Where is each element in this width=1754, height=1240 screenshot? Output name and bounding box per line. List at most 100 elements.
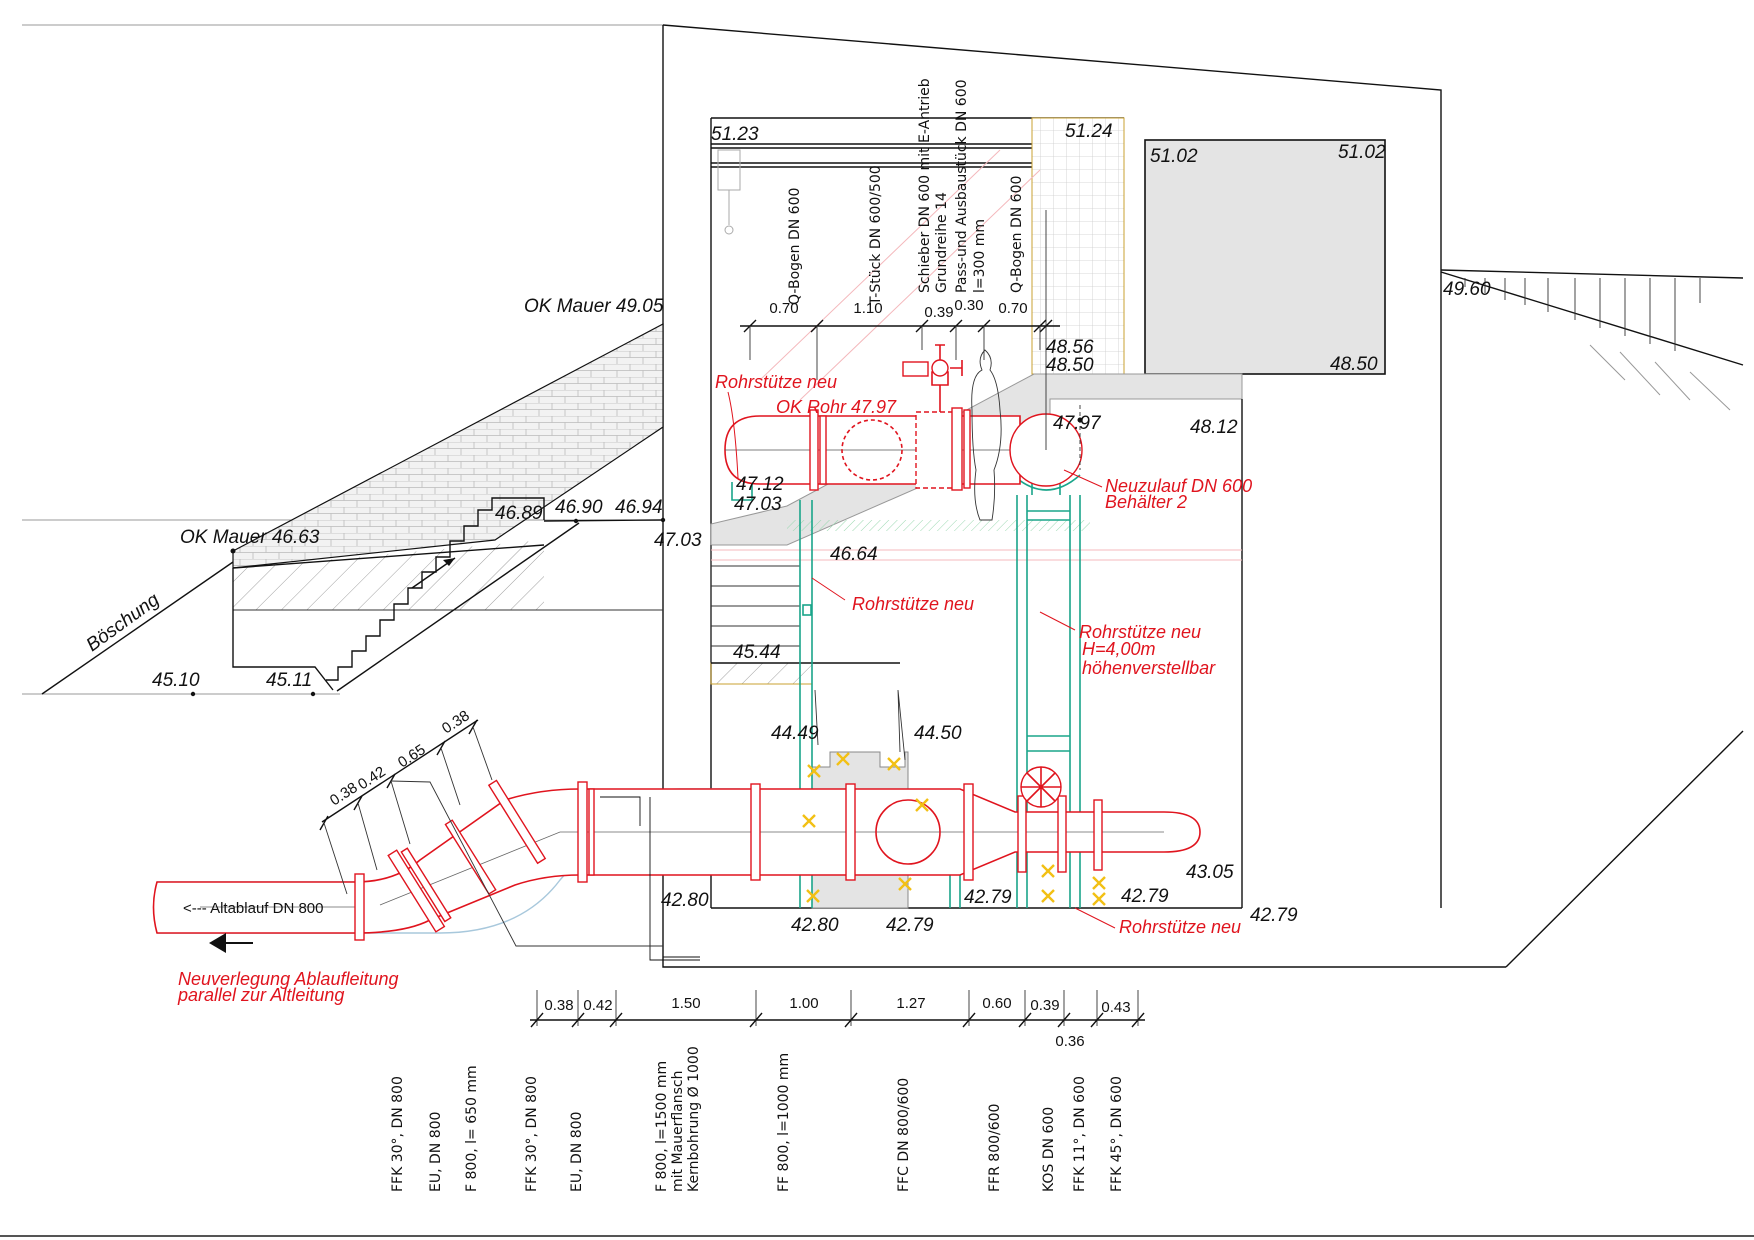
bottom-dim: 0.42 bbox=[583, 997, 612, 1014]
elevation-label: 48.50 bbox=[1046, 355, 1094, 376]
label-q-bogen-2: Q-Bogen DN 600 bbox=[1009, 176, 1025, 293]
annotation-support-right: Rohrstütze neu bbox=[1079, 622, 1201, 642]
dim-t-stueck: 1.10 bbox=[853, 300, 882, 317]
component-label: mit Mauerflansch bbox=[670, 1070, 686, 1192]
label-grundreihe: Grundreihe 14 bbox=[934, 192, 950, 293]
elevation-label: 46.64 bbox=[830, 544, 878, 565]
label-passstueck: Pass-und Ausbaustück DN 600 bbox=[954, 79, 970, 293]
diag-dim: 0.65 bbox=[395, 741, 429, 771]
bottom-dim-below: 0.36 bbox=[1055, 1033, 1084, 1050]
elevation-label: 42.79 bbox=[1250, 905, 1298, 926]
person-silhouette-icon bbox=[971, 349, 1002, 521]
annotation-support-mid: Rohrstütze neu bbox=[852, 594, 974, 614]
component-label: F 800, l=1500 mm bbox=[654, 1061, 670, 1192]
annotation-relay-line2: parallel zur Altleitung bbox=[177, 985, 344, 1005]
elevation-label: 45.11 bbox=[266, 670, 312, 691]
annotation-adjustable: höhenverstellbar bbox=[1082, 658, 1216, 678]
elevation-label: 48.56 bbox=[1046, 337, 1094, 358]
elevation-label: 49.60 bbox=[1443, 279, 1491, 300]
component-label: FFK 30°, DN 800 bbox=[524, 1076, 540, 1192]
upper-pipe bbox=[724, 210, 1083, 491]
bottom-dim: 0.60 bbox=[982, 995, 1011, 1012]
component-label: EU, DN 800 bbox=[428, 1112, 444, 1192]
annotation-support-top-left: Rohrstütze neu bbox=[715, 372, 837, 392]
bottom-dim: 1.00 bbox=[789, 995, 818, 1012]
hoist-icon bbox=[717, 149, 741, 235]
annotation-inflow: Neuzulauf DN 600 bbox=[1105, 476, 1252, 496]
bottom-component-labels: FFK 30°, DN 800 EU, DN 800 F 800, l= 650… bbox=[390, 1046, 1125, 1192]
diag-dim: 0.38 bbox=[327, 779, 361, 809]
elevation-label: 51.23 bbox=[711, 124, 759, 145]
component-label: Kernbohrung Ø 1000 bbox=[686, 1046, 702, 1192]
dim-q-bogen-1: 0.70 bbox=[769, 300, 798, 317]
bottom-dim: 1.50 bbox=[671, 995, 700, 1012]
annotation-relay-line1: Neuverlegung Ablaufleitung bbox=[178, 969, 399, 989]
dim-q-bogen-2: 0.70 bbox=[998, 300, 1027, 317]
bottom-dim: 0.38 bbox=[544, 997, 573, 1014]
component-label: FFK 11°, DN 600 bbox=[1072, 1076, 1088, 1192]
elevation-label: 42.79 bbox=[886, 915, 934, 936]
ok-mauer-upper-label: OK Mauer 49.05 bbox=[524, 296, 664, 317]
boeschung-label: Böschung bbox=[83, 589, 164, 656]
diag-dim: 0.38 bbox=[439, 707, 473, 737]
bottom-dim: 0.43 bbox=[1101, 999, 1130, 1016]
elevation-label: 45.44 bbox=[733, 642, 781, 663]
component-label: EU, DN 800 bbox=[569, 1112, 585, 1192]
elevation-label: 44.49 bbox=[771, 723, 819, 744]
dim-passstueck: 0.30 bbox=[954, 297, 983, 314]
annotation-pipe-top: OK Rohr 47.97 bbox=[776, 397, 897, 417]
flow-arrow-left-icon bbox=[209, 933, 253, 953]
fill-hatch bbox=[233, 540, 544, 610]
elevation-label: 42.80 bbox=[791, 915, 839, 936]
elevation-label: 51.02 bbox=[1338, 142, 1386, 163]
annotation-tank: Behälter 2 bbox=[1105, 492, 1187, 512]
elevation-label: 47.03 bbox=[734, 494, 782, 515]
elevation-label: 46.89 bbox=[495, 503, 543, 524]
elevation-label: 47.03 bbox=[654, 530, 702, 551]
elevation-label: 42.79 bbox=[964, 887, 1012, 908]
lower-pipe bbox=[152, 766, 1201, 961]
component-label: F 800, l= 650 mm bbox=[464, 1065, 480, 1192]
component-label: FFR 800/600 bbox=[987, 1104, 1003, 1192]
elevation-label: 47.97 bbox=[1053, 413, 1102, 434]
bottom-dim: 0.39 bbox=[1030, 997, 1059, 1014]
concrete-block bbox=[1144, 139, 1386, 375]
elevation-label: 48.12 bbox=[1190, 417, 1238, 438]
top-component-labels: Q-Bogen DN 600 T-Stück DN 600/500 Schieb… bbox=[787, 78, 1025, 306]
ok-mauer-lower-label: OK Mauer 46.63 bbox=[180, 527, 320, 548]
annotation-support-height: H=4,00m bbox=[1082, 639, 1156, 659]
anchor-markers bbox=[802, 752, 1106, 906]
component-label: FFK 45°, DN 600 bbox=[1109, 1076, 1125, 1192]
label-laenge: l=300 mm bbox=[972, 219, 988, 293]
elevation-label: 51.02 bbox=[1150, 146, 1198, 167]
elevation-label: 47.12 bbox=[736, 474, 784, 495]
elevation-label: 48.50 bbox=[1330, 354, 1378, 375]
bottom-dim: 1.27 bbox=[896, 995, 925, 1012]
elevation-label: 45.10 bbox=[152, 670, 200, 691]
elevation-label: 42.80 bbox=[661, 890, 709, 911]
elevation-label: 43.05 bbox=[1186, 862, 1234, 883]
elevation-label: 51.24 bbox=[1065, 121, 1113, 142]
grid-wall bbox=[1031, 117, 1125, 375]
component-label: FFC DN 800/600 bbox=[896, 1078, 912, 1192]
elevation-label: 42.79 bbox=[1121, 886, 1169, 907]
annotation-support-bottom: Rohrstütze neu bbox=[1119, 917, 1241, 937]
elevation-label: 46.94 bbox=[615, 497, 663, 518]
elevation-label: 44.50 bbox=[914, 723, 962, 744]
elevation-labels: 51.23 51.24 51.02 51.02 48.56 48.50 48.5… bbox=[152, 121, 1491, 936]
label-q-bogen-1: Q-Bogen DN 600 bbox=[787, 188, 803, 305]
label-t-stueck: T-Stück DN 600/500 bbox=[868, 165, 884, 306]
dim-schieber: 0.39 bbox=[924, 304, 953, 321]
masonry-wall bbox=[232, 323, 664, 569]
label-schieber: Schieber DN 600 mit E-Antrieb bbox=[917, 78, 933, 293]
left-embankment bbox=[41, 323, 666, 697]
component-label: FF 800, l=1000 mm bbox=[776, 1053, 792, 1192]
component-label: FFK 30°, DN 800 bbox=[390, 1076, 406, 1192]
top-dimension-chain: 0.70 1.10 0.39 0.30 0.70 bbox=[740, 297, 1060, 380]
old-outflow-label: <--- Altablauf DN 800 bbox=[183, 900, 324, 917]
bottom-dimension-chain: 0.38 0.42 1.50 1.00 1.27 0.60 0.39 0.43 … bbox=[530, 990, 1145, 1050]
valve-handwheel-icon bbox=[1020, 766, 1062, 808]
right-terrain bbox=[1440, 269, 1744, 411]
component-label: KOS DN 600 bbox=[1041, 1107, 1057, 1192]
